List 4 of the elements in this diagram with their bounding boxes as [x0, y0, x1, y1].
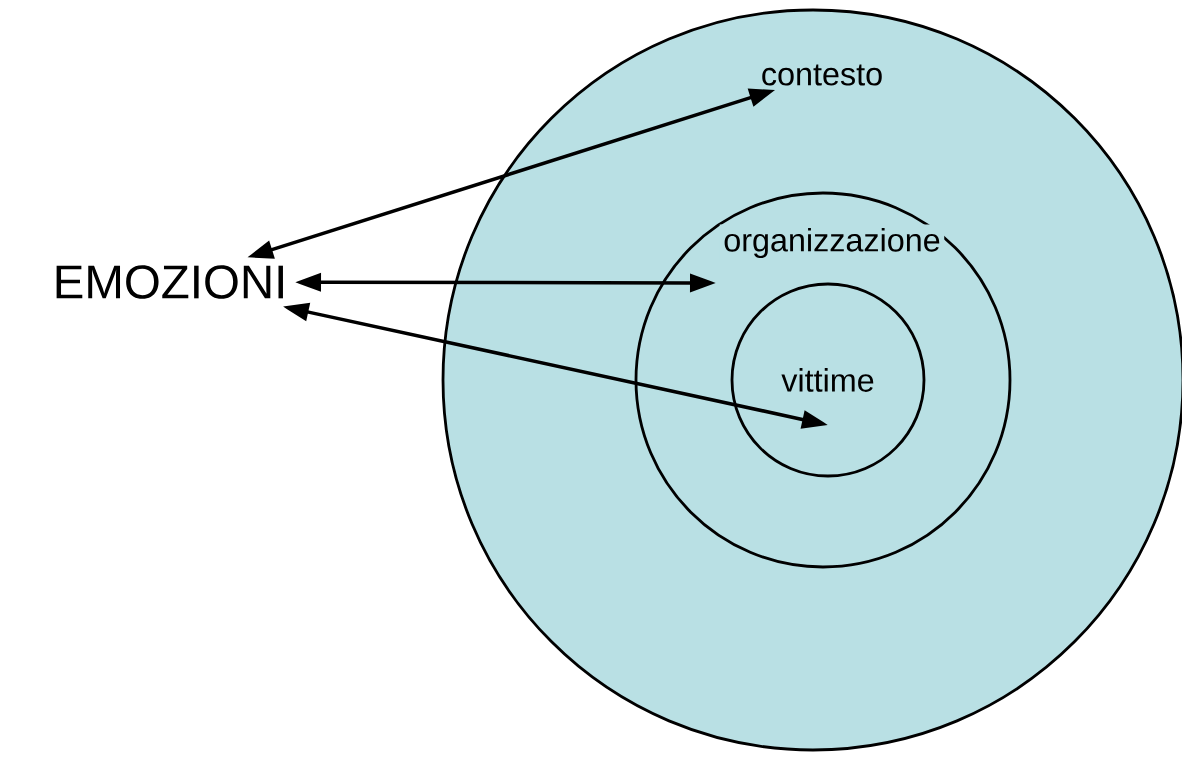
- circle-label: contesto: [762, 64, 882, 86]
- text-label: EMOZIONI: [56, 265, 283, 299]
- circle-label: vittime: [781, 368, 874, 392]
- circle-label: organizzazione: [719, 224, 945, 262]
